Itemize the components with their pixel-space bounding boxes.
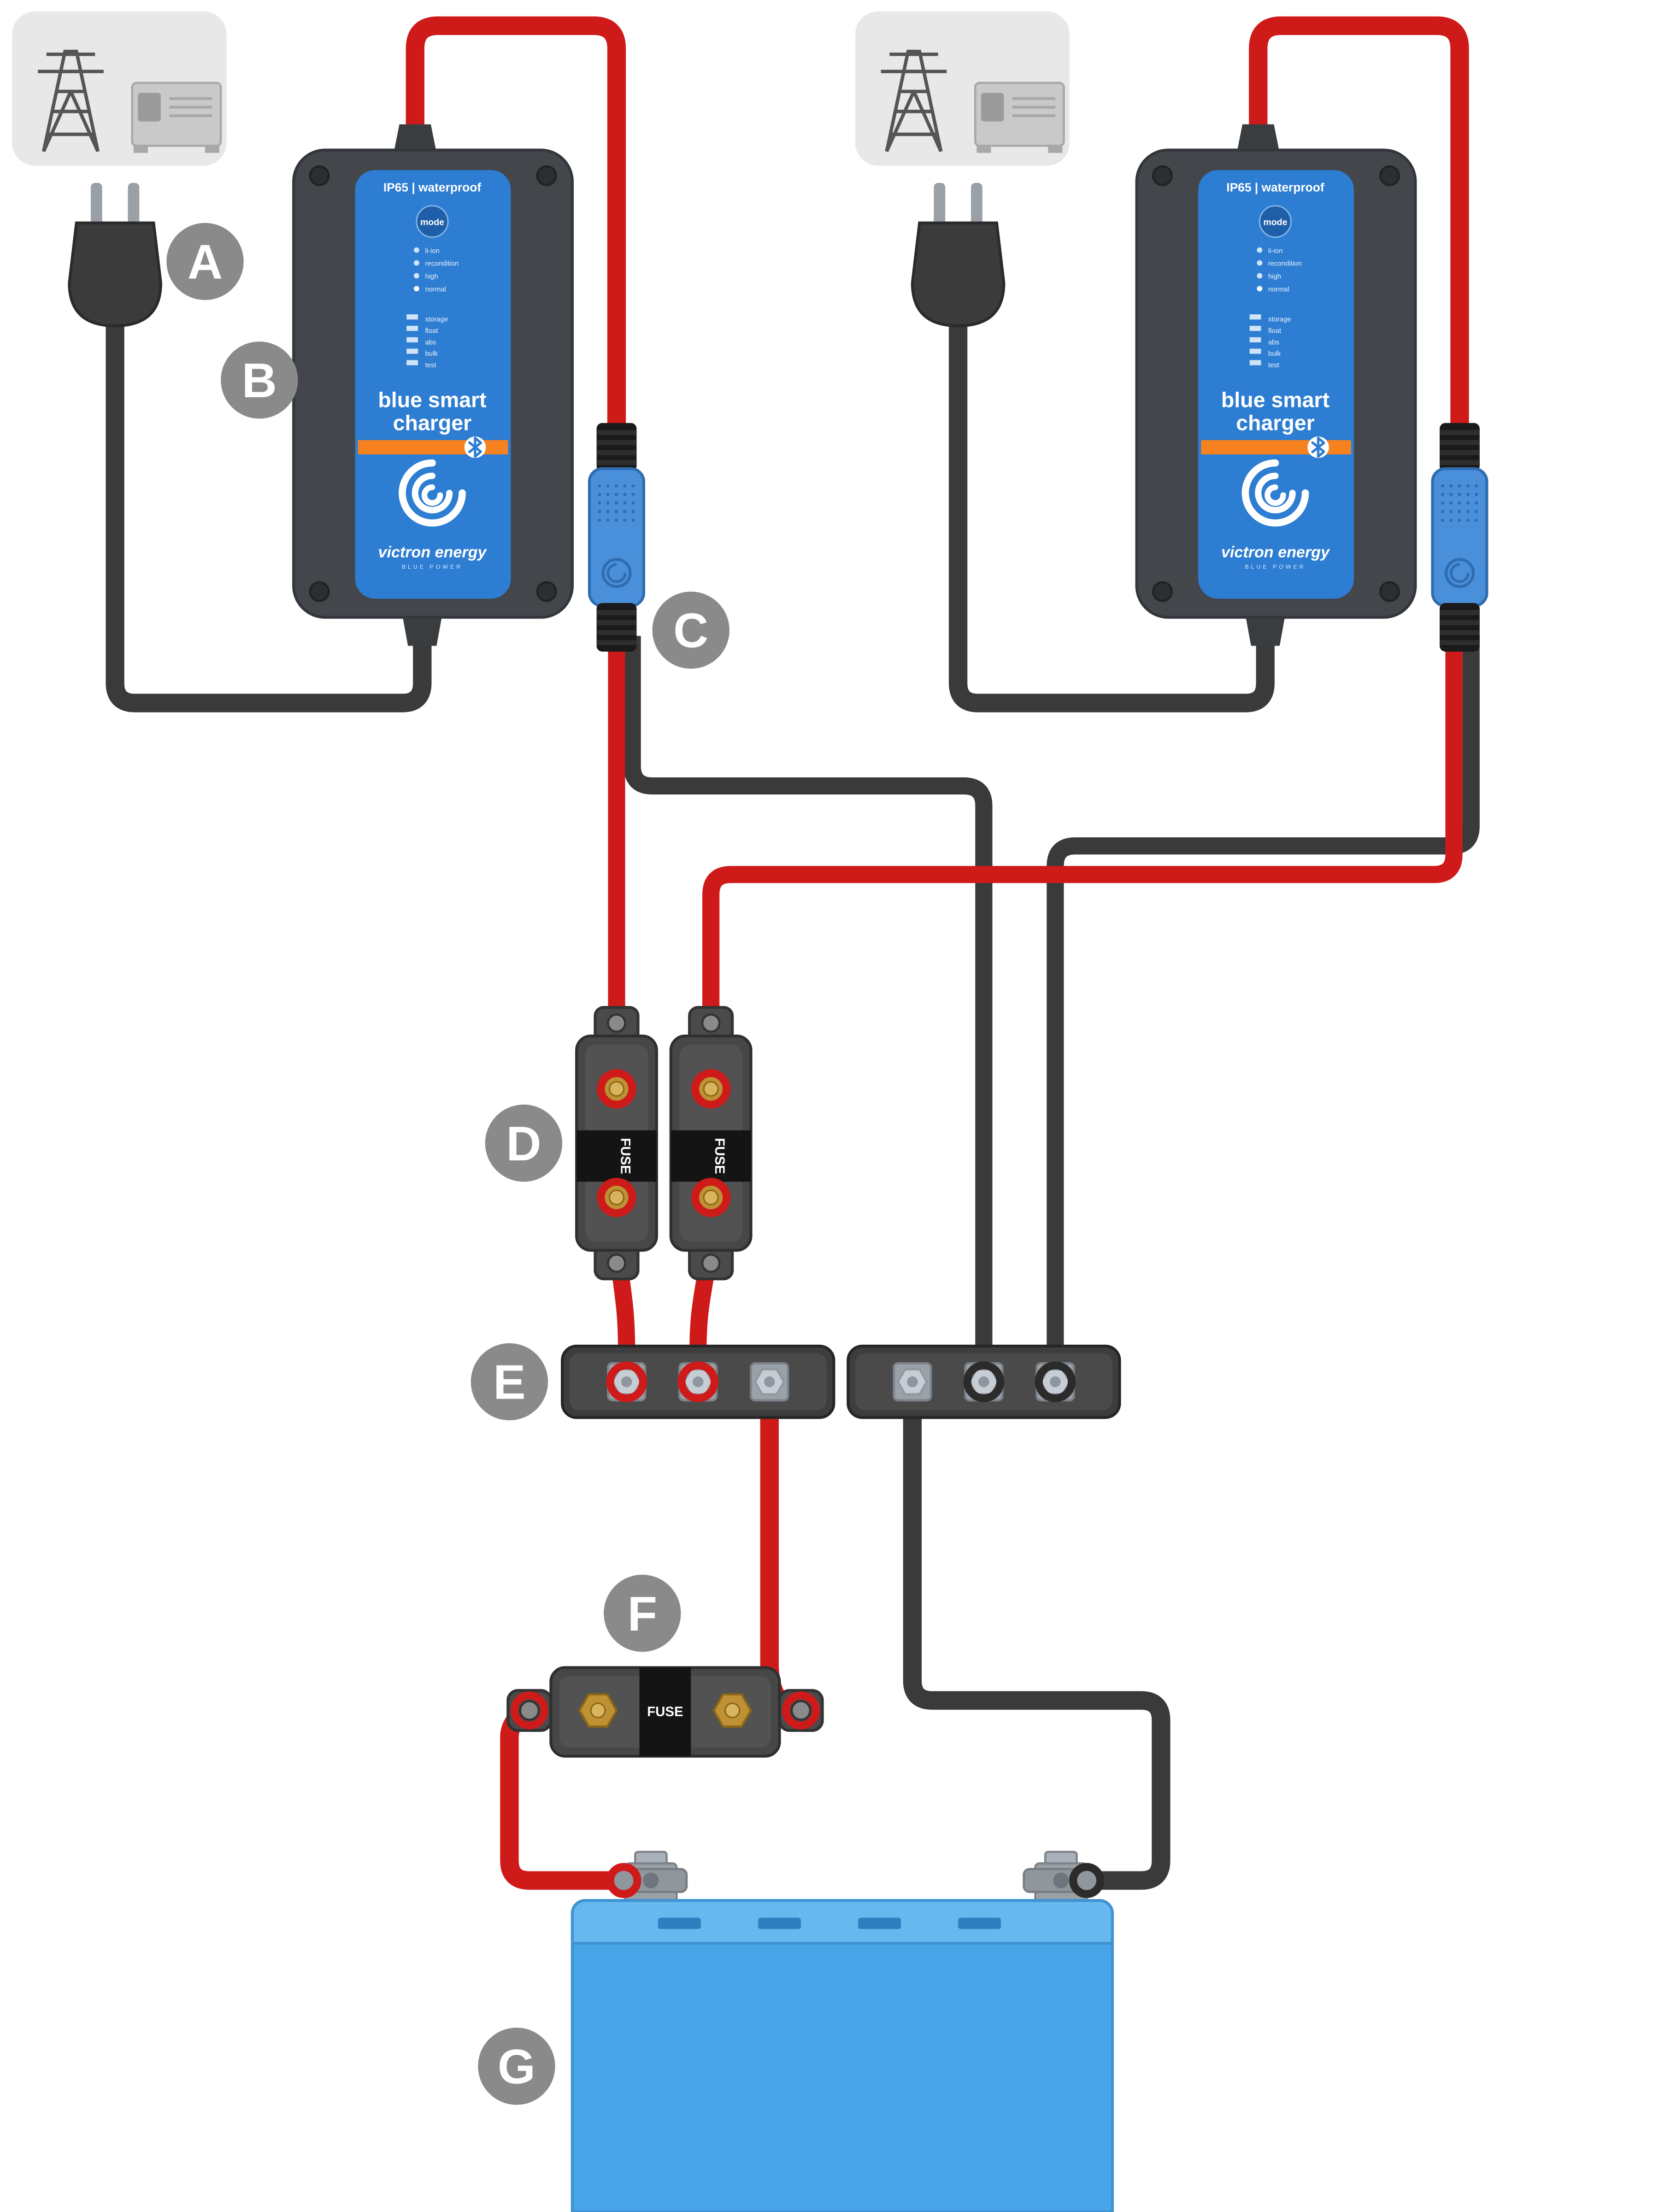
positive-busbar [562,1346,834,1418]
fuse-holder-left [577,1007,657,1279]
ac-cable-right [948,320,1275,712]
callout-e: E [471,1343,548,1421]
positive-busbar-to-main-fuse [760,1414,801,1718]
negative-wire-right [1047,635,1480,1351]
dc-connector-right [1433,423,1487,652]
ac-plug-left [69,183,160,326]
svg-text:D: D [506,1117,541,1171]
ac-source-left [12,12,226,166]
ac-cable-left [106,320,432,712]
main-fuse-label: FUSE [647,1704,683,1719]
busbar-ring-terminals [606,1361,1076,1402]
main-fuse-ring-right [782,1691,820,1730]
dc-connector-left [589,423,644,652]
dc-cable-right [1249,16,1469,450]
charger-right [1137,124,1416,646]
fuse-ring-terminals [597,1069,731,1218]
battery-negative-ring [1069,1863,1105,1898]
battery [571,1851,1114,2212]
callout-b: B [221,341,298,419]
charger-left [294,124,572,646]
main-fuse-ring-left [510,1691,548,1730]
svg-text:C: C [673,604,708,658]
battery-clamps [611,1868,1100,1893]
battery-positive-ring [606,1863,641,1898]
ac-plug-right [912,183,1004,326]
battery-vent-caps [658,1918,1001,1930]
svg-text:G: G [498,2040,535,2094]
ac-source-right [855,12,1070,166]
callout-a: A [166,223,244,300]
svg-text:F: F [628,1587,657,1641]
negative-wire-left [624,635,993,1351]
callout-f: F [604,1575,681,1652]
main-fuse: FUSE [506,1666,824,1758]
battery-body [571,1941,1114,2212]
negative-busbar [848,1346,1119,1418]
negative-busbar-to-battery [903,1414,1171,1890]
positive-wire-right [702,635,1463,1082]
svg-text:E: E [493,1356,525,1410]
svg-text:B: B [242,354,277,408]
callout-d: D [485,1104,563,1182]
fuse-holder-right [671,1007,751,1279]
callout-c: C [652,591,729,669]
callout-g: G [478,2028,555,2105]
dc-cable-left [406,16,626,450]
svg-text:A: A [188,235,223,289]
